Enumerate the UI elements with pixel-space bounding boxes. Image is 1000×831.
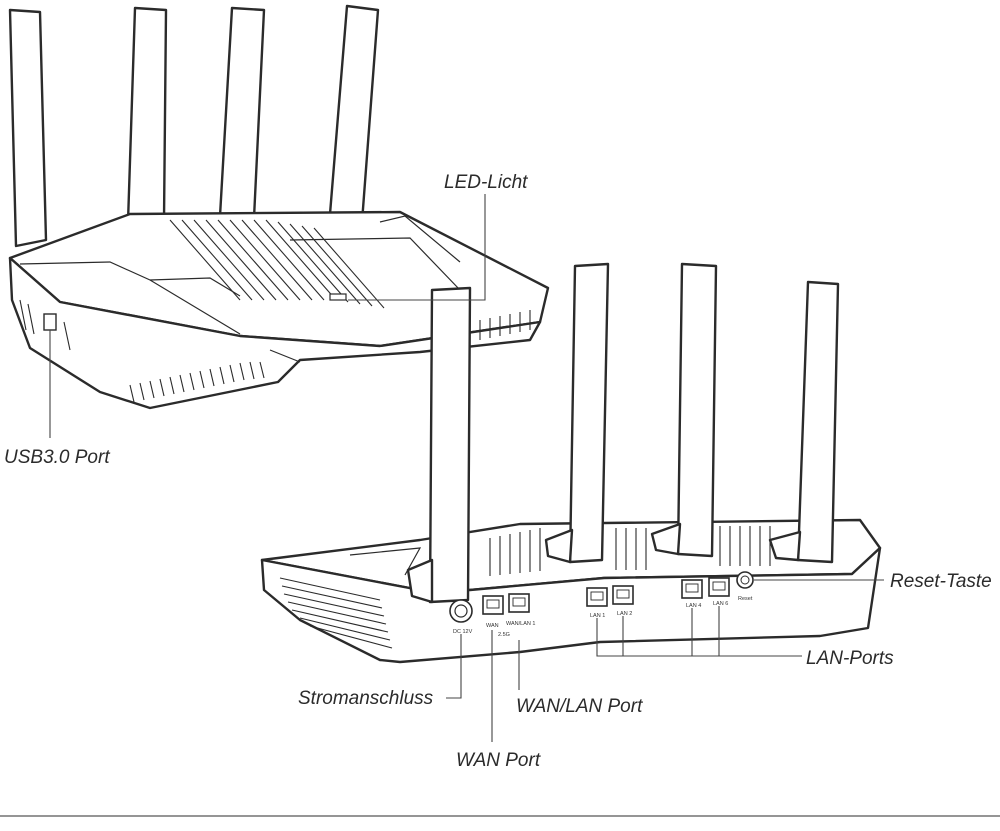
back-antenna-2 xyxy=(544,262,610,564)
front-top-vents xyxy=(169,219,385,309)
front-side-vents xyxy=(129,310,531,403)
back-antenna-4 xyxy=(768,280,840,564)
back-side-vents xyxy=(279,577,393,649)
lan4-marking: LAN 4 xyxy=(686,603,701,609)
label-wan: WAN Port xyxy=(456,750,541,771)
router-front-view xyxy=(8,4,550,410)
leader-led xyxy=(348,194,486,301)
wan-port: WAN xyxy=(482,595,504,629)
front-router-body xyxy=(8,210,550,410)
label-wan-lan: WAN/LAN Port xyxy=(516,696,643,717)
label-power: Stromanschluss xyxy=(298,688,434,709)
front-antenna-4 xyxy=(328,4,380,224)
back-antenna-3 xyxy=(650,262,718,558)
front-antenna-1 xyxy=(8,8,48,248)
reset-marking: Reset xyxy=(738,596,753,602)
leader-power xyxy=(446,634,462,699)
lan-port-6: LAN 6 xyxy=(708,577,730,607)
router-back-view: DC 12V WAN WAN/LAN 1 2.5G LAN 1 LAN 2 LA… xyxy=(260,262,882,664)
lan2-marking: LAN 2 xyxy=(617,611,632,617)
wan-lan-port-marking: WAN/LAN 1 xyxy=(506,621,535,627)
dc-port-marking: DC 12V xyxy=(453,629,473,635)
label-usb: USB3.0 Port xyxy=(4,447,110,468)
lan-port-1: LAN 1 xyxy=(586,587,608,619)
led-indicator xyxy=(329,293,347,301)
lan-port-4: LAN 4 xyxy=(681,579,703,609)
lan6-marking: LAN 6 xyxy=(713,601,728,607)
reset-button: Reset xyxy=(736,571,754,602)
front-antenna-2 xyxy=(126,6,168,224)
back-top-vents xyxy=(489,526,771,576)
leader-lines xyxy=(49,194,884,742)
front-antenna-3 xyxy=(218,6,266,220)
lan1-marking: LAN 1 xyxy=(590,613,605,619)
usb-port xyxy=(43,313,57,331)
speed-marking: 2.5G xyxy=(498,632,510,638)
wan-port-marking: WAN xyxy=(486,623,499,629)
label-reset: Reset-Taste xyxy=(890,571,992,592)
label-lan-ports: LAN-Ports xyxy=(806,648,894,669)
back-antenna-1 xyxy=(406,286,472,604)
label-led: LED-Licht xyxy=(444,172,528,193)
leader-lan xyxy=(596,618,802,657)
lan-port-2: LAN 2 xyxy=(612,585,634,617)
wan-lan-port: WAN/LAN 1 2.5G xyxy=(498,593,535,638)
dc-power-port: DC 12V xyxy=(449,599,473,635)
